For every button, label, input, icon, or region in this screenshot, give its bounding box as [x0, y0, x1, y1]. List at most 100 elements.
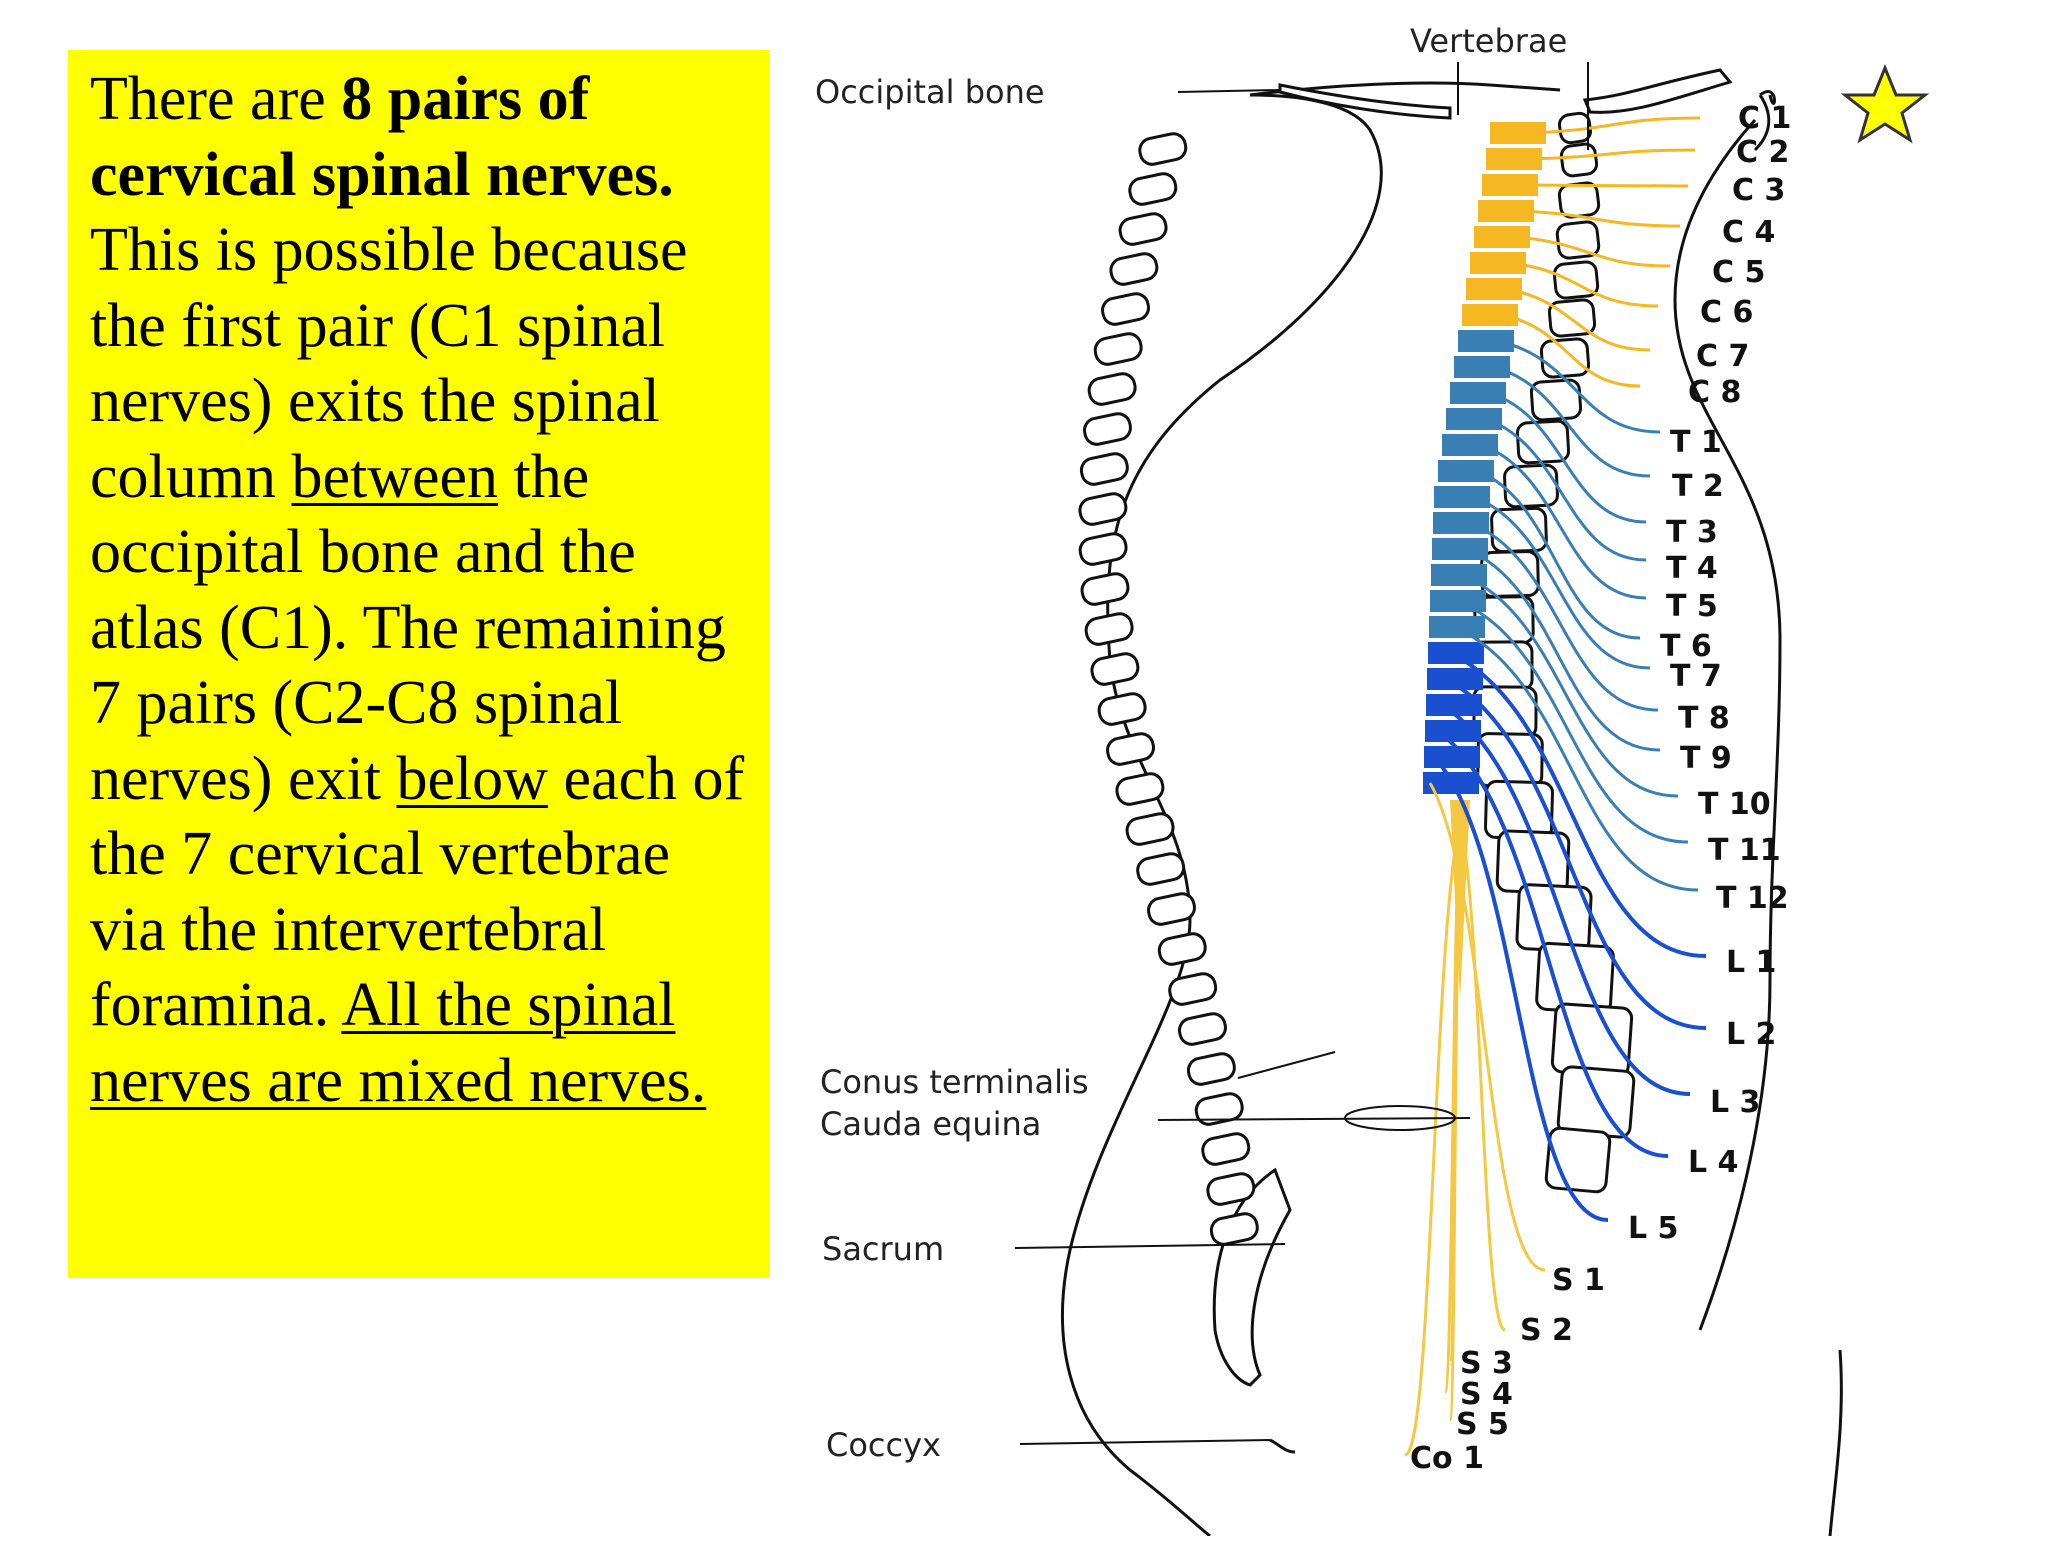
vertebral-body	[1529, 378, 1583, 422]
nerve-label: T 8	[1678, 701, 1730, 736]
spinous-process	[1083, 412, 1132, 446]
spinous-process	[1157, 932, 1207, 966]
text-run-underlined: between	[291, 442, 499, 511]
spinal-nerve	[1517, 209, 1681, 228]
spinal-nerve	[1529, 116, 1701, 135]
nerve-label: S 2	[1520, 1313, 1573, 1348]
spinous-process	[1087, 372, 1137, 406]
spinous-process	[1079, 452, 1129, 486]
cord-segment	[1462, 304, 1518, 326]
nerve-label: C 7	[1696, 339, 1749, 374]
cord-segment	[1482, 174, 1538, 196]
spinous-process	[1206, 1172, 1256, 1206]
spinal-nerve	[1458, 819, 1507, 1332]
text-run: There are	[90, 65, 342, 133]
nerve-label: T 3	[1666, 515, 1718, 550]
spinal-nerve	[1432, 755, 1609, 1222]
nerve-label: T 7	[1670, 659, 1722, 694]
nerve-label: S 4	[1460, 1377, 1513, 1412]
cord-segment	[1450, 382, 1506, 404]
spinous-process	[1106, 732, 1155, 766]
vertebral-body	[1503, 463, 1559, 509]
nerve-label: C 3	[1732, 173, 1785, 208]
vertebral-body	[1552, 260, 1600, 300]
cord-segment	[1442, 434, 1498, 456]
cord-segment	[1470, 252, 1526, 274]
nerve-label: Co 1	[1410, 1441, 1484, 1476]
cord-segment	[1490, 122, 1546, 144]
text-run-bold: 8 pairs of cervical spinal nerves.	[90, 65, 674, 209]
nerve-label: C 1	[1738, 101, 1791, 136]
cord-segment	[1466, 278, 1522, 300]
spinal-nerve	[1440, 703, 1691, 1096]
nerve-label: T 5	[1666, 589, 1718, 624]
cord-segment	[1427, 668, 1483, 690]
text-run-underlined: below	[396, 744, 548, 813]
vertebrae-column	[1078, 111, 1636, 1246]
cord-segment	[1426, 694, 1482, 716]
spinal-nerve	[1525, 148, 1696, 161]
sacrum-pointer	[1014, 1243, 1286, 1249]
spinous-process	[1080, 572, 1130, 606]
cord-segment	[1433, 512, 1489, 534]
nerve-label: S 1	[1552, 1263, 1605, 1298]
leg-outline	[1828, 1349, 1843, 1537]
cord-segment	[1454, 356, 1510, 378]
nerve-label: L 3	[1710, 1085, 1760, 1120]
spinal-nerve	[1497, 339, 1661, 434]
nerve-label: L 5	[1628, 1211, 1678, 1246]
nerve-label: T 12	[1716, 881, 1789, 916]
cauda-equina-label: Cauda equina	[820, 1105, 1041, 1143]
vertebral-body	[1556, 1065, 1636, 1139]
conus-pointer	[1237, 1051, 1336, 1079]
spinal-nerve	[1493, 365, 1651, 478]
spinous-process	[1136, 852, 1186, 886]
spinal-nerve	[1436, 729, 1669, 1158]
spinal-nerve	[1505, 287, 1651, 352]
spinous-process	[1186, 1052, 1236, 1086]
spinal-nerves	[1404, 116, 1707, 1457]
spinous-process	[1194, 1092, 1244, 1126]
spinal-nerve	[1448, 819, 1462, 1422]
coccyx-shape	[1269, 1438, 1296, 1454]
nerve-label: T 9	[1680, 741, 1732, 776]
coccyx-label: Coccyx	[826, 1426, 941, 1464]
nerve-label: C 4	[1722, 215, 1775, 250]
spinous-process	[1118, 212, 1168, 246]
conus-terminalis-label: Conus terminalis	[820, 1063, 1089, 1101]
spinal-nerve	[1509, 261, 1659, 308]
vertebral-body	[1515, 419, 1571, 465]
spinous-process	[1097, 692, 1147, 726]
vertebral-body	[1559, 142, 1599, 178]
spinous-process	[1115, 772, 1165, 806]
body-outline-front	[1673, 118, 1782, 1331]
spinous-process	[1209, 1212, 1259, 1246]
occipital-pointer	[1177, 89, 1281, 93]
cord-segment	[1432, 538, 1488, 560]
nerve-label: T 2	[1672, 469, 1724, 504]
spinal-nerve	[1469, 521, 1659, 712]
spinous-process	[1109, 252, 1159, 286]
spinous-process	[1138, 132, 1188, 166]
nerve-label: C 6	[1700, 295, 1753, 330]
spinal-nerve	[1481, 443, 1647, 600]
cord-segment	[1458, 330, 1514, 352]
skull-base	[1582, 68, 1733, 114]
coccyx-pointer	[1019, 1439, 1271, 1445]
spinous-process	[1201, 1132, 1251, 1166]
nerve-label: T 4	[1666, 551, 1718, 586]
spinous-process	[1090, 652, 1140, 686]
nerve-label: L 1	[1726, 945, 1776, 980]
cord-segment	[1434, 486, 1490, 508]
cord-segment	[1474, 226, 1530, 248]
spinal-nerve	[1485, 417, 1647, 562]
nerve-label: S 5	[1456, 1407, 1509, 1442]
spinal-nerve	[1445, 677, 1707, 1030]
spinous-process	[1128, 172, 1178, 206]
cord-segment	[1438, 460, 1494, 482]
vertebral-body	[1539, 337, 1591, 379]
nerve-label: L 4	[1688, 1145, 1738, 1180]
explanation-text-box: There are 8 pairs of cervical spinal ner…	[68, 50, 770, 1278]
spinous-process	[1125, 812, 1175, 846]
cord-segment	[1478, 200, 1534, 222]
